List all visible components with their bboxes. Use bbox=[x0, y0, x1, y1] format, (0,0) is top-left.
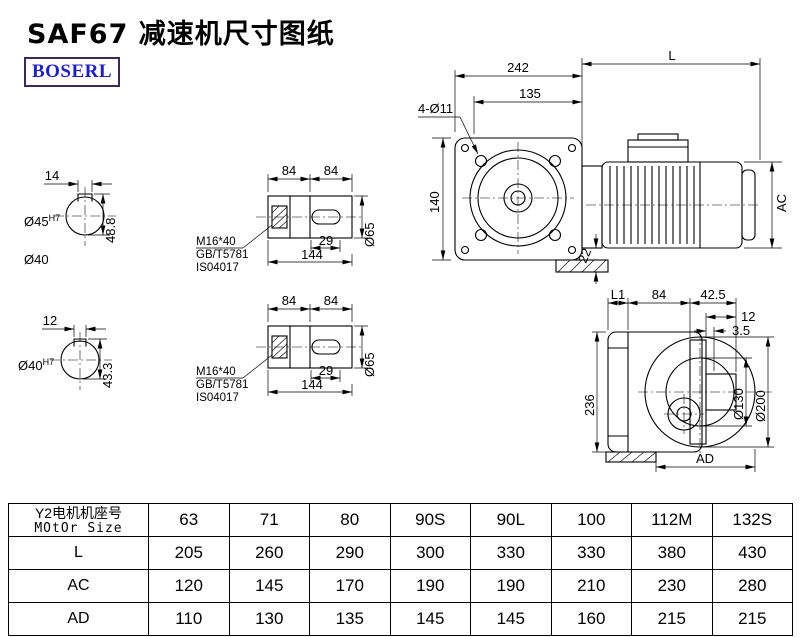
shaft-view-bottom: 84 84 Ø65 29 144 M16*40 GB/T5781 IS04017 bbox=[196, 293, 377, 404]
dim-keyway-12: 12 bbox=[43, 313, 57, 328]
cell-L-0: 205 bbox=[148, 536, 230, 570]
size-col-0: 63 bbox=[148, 503, 230, 537]
dim-135: 135 bbox=[519, 86, 541, 101]
dim-L: L bbox=[668, 48, 675, 63]
label-bolt-holes-4xd11: 4-Ø11 bbox=[418, 101, 453, 116]
row-label-AD: AD bbox=[8, 602, 149, 636]
technical-drawing: 14 48.8 Ø45H7 Ø40 12 43.3 Ø40H7 bbox=[18, 48, 789, 472]
dim-d200: Ø200 bbox=[753, 390, 768, 422]
header-motor-size-cell: Y2电机机座号 MOtOr Size bbox=[8, 503, 149, 537]
size-col-4: 90L bbox=[470, 503, 552, 537]
size-col-3: 90S bbox=[389, 503, 471, 537]
cell-L-2: 290 bbox=[309, 536, 391, 570]
dim-AC: AC bbox=[774, 194, 789, 212]
label-bore-d40h7: Ø40H7 bbox=[18, 357, 54, 373]
dim-keyway-14: 14 bbox=[45, 168, 59, 183]
label-outer-d40: Ø40 bbox=[24, 252, 49, 267]
dim-84-a: 84 bbox=[282, 293, 296, 308]
front-view: 242 L 135 4-Ø11 140 22 AC bbox=[418, 48, 789, 284]
dim-29: 29 bbox=[319, 233, 333, 248]
dim-3-5: 3.5 bbox=[732, 323, 750, 338]
cell-AD-4: 145 bbox=[470, 602, 552, 636]
dim-84-b: 84 bbox=[324, 163, 338, 178]
dim-144: 144 bbox=[301, 247, 323, 262]
cell-AD-7: 215 bbox=[711, 602, 793, 636]
cell-L-4: 330 bbox=[470, 536, 552, 570]
cell-AC-3: 190 bbox=[389, 569, 471, 603]
cell-AC-0: 120 bbox=[148, 569, 230, 603]
cell-AC-4: 190 bbox=[470, 569, 552, 603]
dim-42-5: 42.5 bbox=[700, 287, 725, 302]
cell-AD-2: 135 bbox=[309, 602, 391, 636]
dim-29: 29 bbox=[319, 363, 333, 378]
cell-AD-6: 215 bbox=[631, 602, 713, 636]
cell-AD-5: 160 bbox=[550, 602, 632, 636]
label-bolt-spec: M16*40 bbox=[196, 236, 236, 248]
dim-84: 84 bbox=[652, 287, 666, 302]
table-header-row: Y2电机机座号 MOtOr Size 63 71 80 90S 90L 100 … bbox=[8, 503, 793, 537]
header-en: MOtOr Size bbox=[34, 520, 123, 536]
cell-AC-5: 210 bbox=[550, 569, 632, 603]
size-col-6: 112M bbox=[631, 503, 713, 537]
dim-depth-43-3: 43.3 bbox=[100, 363, 115, 388]
dim-d130: Ø130 bbox=[731, 388, 746, 420]
row-label-L: L bbox=[8, 536, 149, 570]
cell-L-1: 260 bbox=[228, 536, 310, 570]
dim-d65: Ø65 bbox=[362, 352, 377, 377]
cell-L-3: 300 bbox=[389, 536, 471, 570]
shaft-view-top: 84 84 Ø65 29 144 M16*40 GB/T5781 IS04017 bbox=[196, 163, 377, 274]
label-bore-d45h7: Ø45H7 bbox=[24, 213, 60, 229]
label-bolt-std2: IS04017 bbox=[196, 262, 239, 274]
dim-84-a: 84 bbox=[282, 163, 296, 178]
size-col-1: 71 bbox=[228, 503, 310, 537]
header-cn: Y2电机机座号 bbox=[34, 504, 123, 521]
label-bolt-std2: IS04017 bbox=[196, 392, 239, 404]
row-label-AC: AC bbox=[8, 569, 149, 603]
cell-AC-6: 230 bbox=[631, 569, 713, 603]
cell-L-7: 430 bbox=[711, 536, 793, 570]
dim-depth-48-8: 48.8 bbox=[103, 218, 118, 243]
table-row-AD: AD 110 130 135 145 145 160 215 215 bbox=[8, 602, 793, 636]
dim-L1: L1 bbox=[611, 287, 625, 302]
dim-140: 140 bbox=[427, 191, 442, 213]
cell-AD-1: 130 bbox=[228, 602, 310, 636]
dim-12: 12 bbox=[741, 309, 755, 324]
dim-AD: AD bbox=[696, 451, 714, 466]
page-title: SAF67 减速机尺寸图纸 bbox=[27, 19, 335, 50]
bore-section-view-top: 14 48.8 Ø45H7 Ø40 bbox=[24, 168, 118, 267]
size-col-2: 80 bbox=[309, 503, 391, 537]
logo-text: BOSERL bbox=[31, 61, 113, 82]
table-row-L: L 205 260 290 300 330 330 380 430 bbox=[8, 536, 793, 570]
motor-size-table: Y2电机机座号 MOtOr Size 63 71 80 90S 90L 100 … bbox=[8, 503, 793, 636]
cell-AC-2: 170 bbox=[309, 569, 391, 603]
cell-AC-1: 145 bbox=[228, 569, 310, 603]
cell-L-5: 330 bbox=[550, 536, 632, 570]
bore-section-view-bottom: 12 43.3 Ø40H7 bbox=[18, 313, 115, 390]
size-col-7: 132S bbox=[711, 503, 793, 537]
cell-AD-0: 110 bbox=[148, 602, 230, 636]
dim-144: 144 bbox=[301, 377, 323, 392]
cell-AC-7: 280 bbox=[711, 569, 793, 603]
label-bolt-std1: GB/T5781 bbox=[196, 249, 248, 261]
size-col-5: 100 bbox=[550, 503, 632, 537]
boserl-logo: BOSERL bbox=[24, 57, 120, 87]
dim-242: 242 bbox=[507, 60, 529, 75]
label-bolt-std1: GB/T5781 bbox=[196, 379, 248, 391]
dim-d65: Ø65 bbox=[362, 222, 377, 247]
table-row-AC: AC 120 145 170 190 190 210 230 280 bbox=[8, 569, 793, 603]
dim-84-b: 84 bbox=[324, 293, 338, 308]
label-bolt-spec: M16*40 bbox=[196, 366, 236, 378]
cell-L-6: 380 bbox=[631, 536, 713, 570]
dim-236: 236 bbox=[582, 394, 597, 416]
dim-22: 22 bbox=[575, 246, 594, 265]
cell-AD-3: 145 bbox=[389, 602, 471, 636]
side-view: L1 84 42.5 12 3.5 236 Ø130 Ø200 AD bbox=[582, 287, 774, 472]
